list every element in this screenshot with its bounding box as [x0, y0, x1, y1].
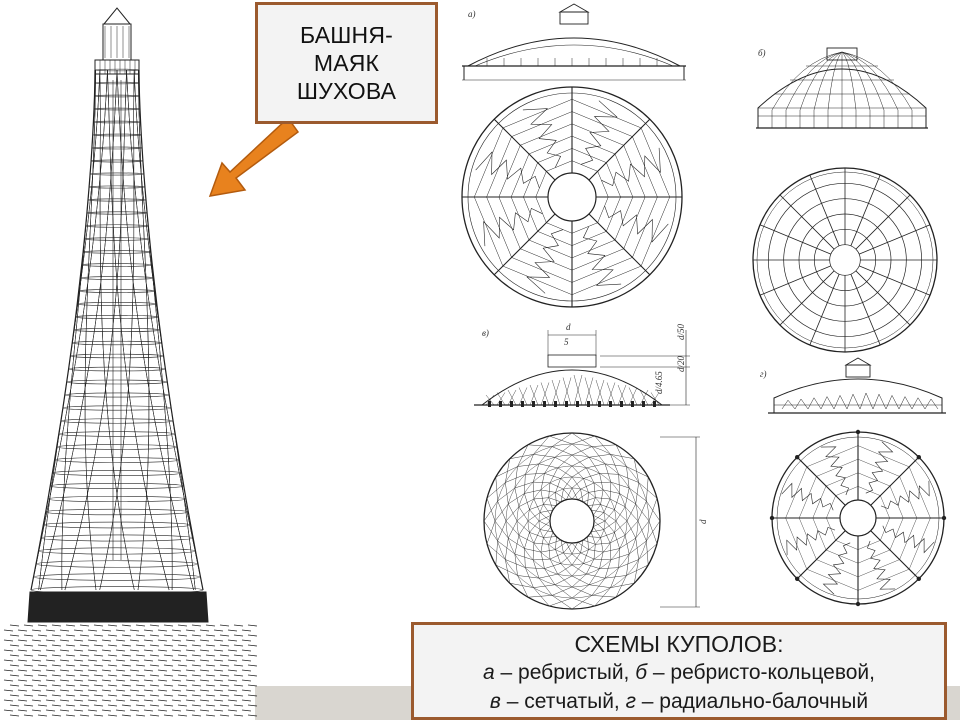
caption-g-text: – радиально-балочный — [635, 690, 869, 713]
caption-line-2: а – ребристый, б – ребристо-кольцевой, — [414, 661, 944, 685]
label-b: б) — [758, 48, 766, 58]
dim-d-label: d — [566, 322, 571, 332]
dim-d20-label: d/20 — [676, 355, 686, 372]
title-line-1: БАШНЯ- — [299, 22, 394, 48]
caption-a-text: – ребристый, — [494, 661, 636, 684]
dim-d-side-label: d — [698, 519, 708, 524]
dim-d465-label: d/4.65 — [654, 371, 664, 394]
title-line-3: ШУХОВА — [296, 78, 397, 104]
caption-box: СХЕМЫ КУПОЛОВ: а – ребристый, б – ребрис… — [411, 622, 947, 720]
title-line-2: МАЯК — [313, 50, 380, 76]
dim-d50-label: d/50 — [676, 323, 686, 340]
caption-g-letter: г — [625, 690, 636, 713]
caption-line-3: в – сетчатый, г – радиально-балочный — [414, 690, 944, 714]
caption-a-letter: а — [483, 661, 495, 684]
caption-heading: СХЕМЫ КУПОЛОВ: — [574, 631, 784, 657]
caption-v-letter: в — [489, 690, 501, 713]
label-a: а) — [468, 9, 476, 19]
caption-b-letter: б — [635, 661, 648, 684]
label-g: г) — [760, 369, 767, 379]
dim-5-label: 5 — [564, 337, 569, 347]
caption-b-text: – ребристо-кольцевой, — [647, 661, 875, 684]
caption-v-text: – сетчатый, — [500, 690, 626, 713]
tower-title-box: БАШНЯ- МАЯК ШУХОВА — [255, 2, 438, 124]
label-v: в) — [482, 328, 489, 338]
